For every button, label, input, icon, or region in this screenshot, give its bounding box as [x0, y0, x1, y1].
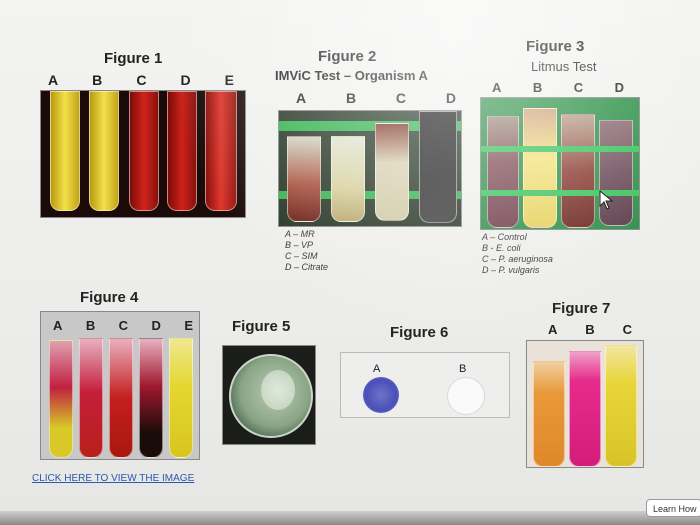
figure-3-title: Figure 3 [526, 38, 585, 55]
view-image-link[interactable]: CLICK HERE TO VIEW THE IMAGE [32, 473, 195, 484]
figure-1-tube-d [167, 91, 197, 211]
figure-6-letter-b: B [459, 363, 467, 375]
figure-1-title: Figure 1 [104, 50, 163, 67]
figure-2-legend-d: D – Citrate [285, 262, 329, 272]
figure-1-letter-e: E [224, 72, 234, 88]
figure-7-tube-a [533, 361, 565, 467]
figure-3-letter-d: D [614, 80, 624, 95]
figure-3-tube-a [487, 116, 519, 228]
figure-3-tube-b [523, 108, 557, 228]
bacterial-colony [261, 370, 295, 410]
figure-6-image: A B [340, 352, 510, 418]
figure-2-subtitle: IMViC Test – Organism A [275, 68, 428, 83]
figure-3-tube-d [599, 120, 633, 226]
figure-4-tube-d [139, 338, 163, 458]
figure-4-image: A B C D E [40, 311, 200, 460]
figure-3-legend: A – Control B - E. coli C – P. aeruginos… [482, 232, 553, 276]
figure-4-tube-e [169, 338, 193, 458]
figure-7-tube-c [605, 345, 637, 467]
figure-2-letter-d: D [445, 90, 456, 106]
figure-4-letter-c: C [118, 318, 129, 333]
figure-2-legend-c: C – SIM [285, 251, 318, 261]
figure-1-tube-c [129, 91, 159, 211]
figure-1-letters: A B C D E [48, 72, 234, 88]
figure-3-letter-a: A [492, 80, 502, 95]
figure-4-tube-b [79, 338, 103, 458]
figure-1-letter-c: C [136, 72, 147, 88]
figure-3-letter-c: C [573, 80, 584, 95]
figure-7-letter-a: A [548, 322, 558, 337]
rack-bar-lower [481, 190, 639, 196]
figure-2-image [278, 110, 462, 227]
figure-4-letter-e: E [184, 318, 193, 333]
figure-7-letter-b: B [585, 322, 595, 337]
figure-6-disc-b [447, 377, 485, 415]
figure-3-legend-a: A – Control [482, 232, 527, 242]
figure-7-letters: A B C [548, 322, 632, 337]
figure-2-tube-a [287, 136, 321, 222]
figure-4-letter-b: B [85, 318, 96, 333]
screen-bottom-edge [0, 511, 700, 525]
figure-1-tube-b [89, 91, 119, 211]
figure-1-image [40, 90, 246, 218]
figure-4-title: Figure 4 [80, 289, 139, 306]
figure-2-title: Figure 2 [318, 48, 377, 65]
learn-how-button[interactable]: Learn How [646, 499, 700, 517]
figure-4-tube-c [109, 338, 133, 458]
figure-1-letter-b: B [92, 72, 103, 88]
figure-2-legend-a: A – MR [285, 229, 315, 239]
figure-7-image [526, 340, 644, 468]
figure-2-legend: A – MR B – VP C – SIM D – Citrate [285, 229, 328, 273]
figure-3-image [480, 97, 640, 230]
figure-4-letter-a: A [53, 318, 63, 333]
figure-4-letters: A B C D E [53, 318, 193, 333]
figure-3-legend-c: C – P. aeruginosa [482, 254, 553, 264]
figure-1-tube-e [205, 91, 237, 211]
figure-6-disc-a [363, 377, 399, 413]
rack-bar [481, 146, 639, 152]
figure-2-legend-b: B – VP [285, 240, 314, 250]
figure-3-letters: A B C D [492, 80, 624, 95]
figure-5-title: Figure 5 [232, 318, 291, 335]
figure-4-letter-d: D [151, 318, 161, 333]
figure-4-tube-a [49, 340, 73, 458]
figure-1-letter-d: D [180, 72, 191, 88]
figure-3-tube-c [561, 114, 595, 228]
figure-6-title: Figure 6 [390, 324, 449, 341]
figure-6-letter-a: A [373, 363, 381, 375]
figure-7-title: Figure 7 [552, 300, 611, 317]
figure-3-legend-d: D – P. vulgaris [482, 265, 540, 275]
figure-2-letter-b: B [345, 90, 357, 106]
figure-2-tube-c [375, 123, 409, 221]
figure-2-tube-b [331, 136, 365, 222]
figure-2-tube-d [419, 111, 457, 223]
figure-3-letter-b: B [532, 80, 543, 95]
figure-2-letter-c: C [395, 90, 407, 106]
figure-3-subtitle: Litmus Test [531, 59, 597, 74]
figure-5-image [222, 345, 316, 445]
petri-dish [229, 354, 313, 438]
figure-2-letter-a: A [296, 90, 307, 106]
figure-3-legend-b: B - E. coli [482, 243, 521, 253]
figure-1-letter-a: A [48, 72, 59, 88]
figure-7-tube-b [569, 351, 601, 467]
figure-1-tube-a [50, 91, 80, 211]
figure-7-letter-c: C [622, 322, 632, 337]
cursor-arrow-icon [599, 190, 614, 210]
figure-2-letters: A B C D [296, 90, 456, 106]
